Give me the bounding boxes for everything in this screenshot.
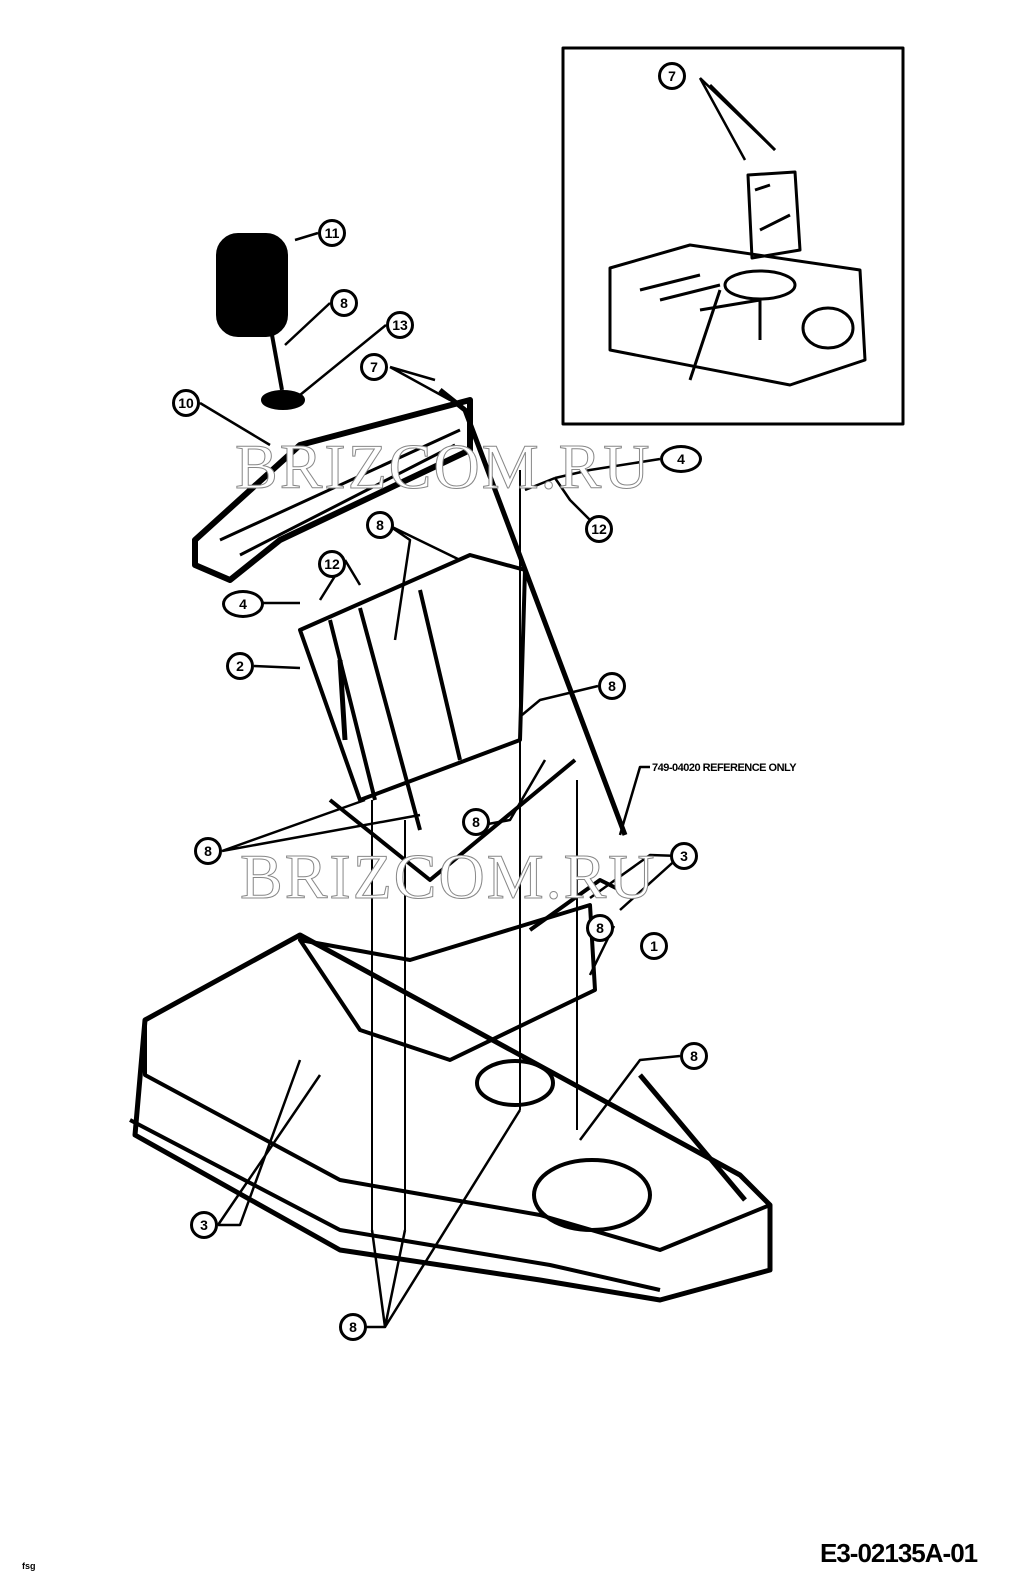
washer: [261, 390, 305, 410]
callout-7: 7: [658, 62, 686, 90]
part-number: E3-02135A-01: [820, 1538, 978, 1568]
inset-detail: [608, 83, 867, 387]
callout-2: 2: [226, 652, 254, 680]
inset-frame: [561, 46, 905, 426]
callout-12: 12: [585, 515, 613, 543]
callout-8: 8: [598, 672, 626, 700]
callout-13: 13: [386, 311, 414, 339]
callout-11: 11: [318, 219, 346, 247]
corner-mark: fsg: [22, 1561, 36, 1571]
callout-3: 3: [670, 842, 698, 870]
callout-12: 12: [318, 550, 346, 578]
watermark: BRIZCOM.RU: [235, 431, 652, 502]
watermark: BRIZCOM.RU: [240, 841, 657, 912]
callout-4: 4: [660, 445, 702, 473]
callout-8: 8: [680, 1042, 708, 1070]
callout-8: 8: [339, 1313, 367, 1341]
callout-8: 8: [462, 808, 490, 836]
leader-lines: [199, 77, 776, 1329]
callout-8: 8: [330, 289, 358, 317]
callout-1: 1: [640, 932, 668, 960]
callout-4: 4: [222, 590, 264, 618]
seat-mount-plate: [298, 903, 597, 1062]
upper-bracket: [192, 397, 473, 583]
callout-8: 8: [586, 914, 614, 942]
callout-8: 8: [194, 837, 222, 865]
callout-8: 8: [366, 511, 394, 539]
deck-opening: [532, 1158, 652, 1232]
reference-note: 749-04020 REFERENCE ONLY: [652, 762, 797, 774]
spring: [216, 233, 288, 337]
callout-10: 10: [172, 389, 200, 417]
seat-panel: [298, 553, 527, 802]
callout-3: 3: [190, 1211, 218, 1239]
callout-7: 7: [360, 353, 388, 381]
